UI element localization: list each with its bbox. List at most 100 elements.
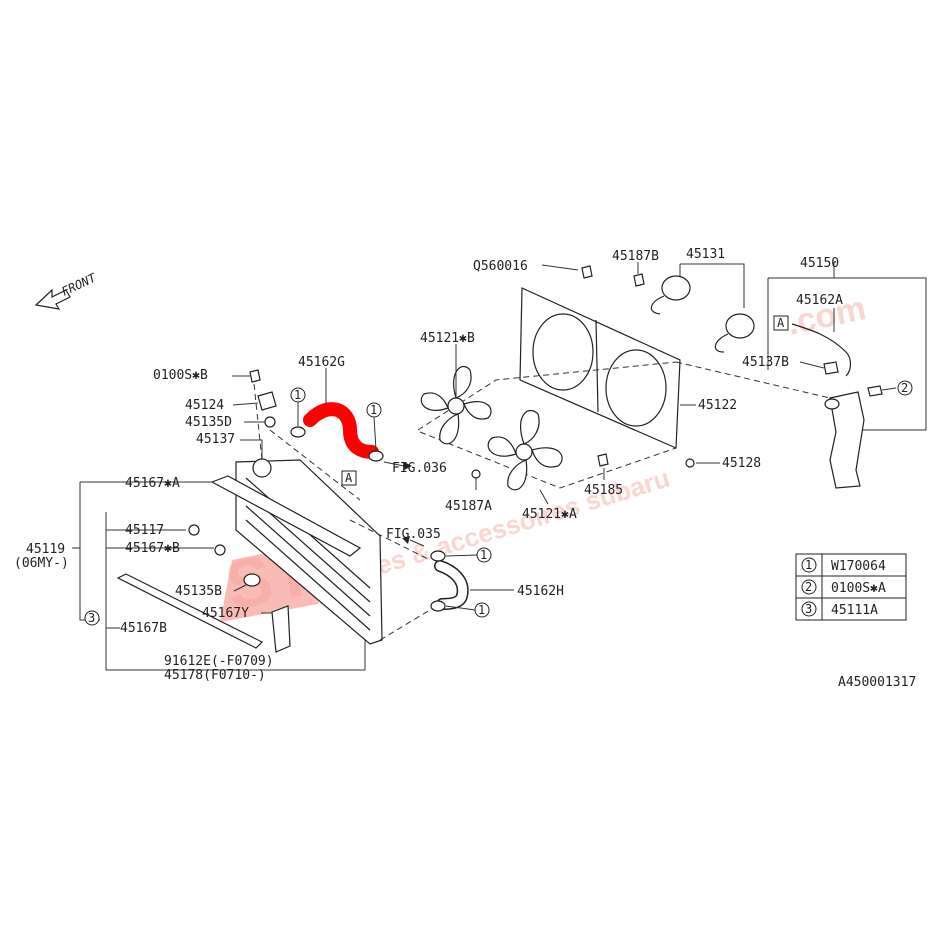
seal-45167b — [116, 573, 264, 649]
reservoir-assembly — [675, 262, 927, 489]
arrow-fig035-head — [402, 536, 410, 544]
guide-hose-lower — [379, 603, 441, 641]
label-45135b: 45135B — [175, 584, 222, 599]
bracket-91612e — [105, 512, 366, 671]
hose-45162a — [791, 323, 852, 377]
legend-num-2: 2 — [805, 580, 812, 594]
label-45185: 45185 — [584, 483, 623, 498]
hose-45162h-fill — [435, 561, 468, 609]
label-45119-note: (06MY-) — [14, 556, 69, 571]
label-45167y: 45167Y — [202, 606, 249, 621]
fan-a-blade-1 — [519, 409, 540, 445]
ref-box-a-radiator — [341, 470, 357, 486]
fan-assembly — [417, 262, 755, 505]
ref-a-radiator: A — [345, 471, 353, 485]
label-45117: 45117 — [125, 523, 164, 538]
clip-45187b — [633, 273, 645, 287]
guide-fan-b — [417, 361, 677, 431]
radiator-fin-3 — [245, 505, 371, 617]
grommet-45167b — [214, 544, 226, 556]
legend-part-3: 45111A — [831, 603, 878, 618]
label-45167b: 45167B — [120, 621, 167, 636]
cushion-45135d — [264, 416, 276, 428]
fan-a-blade-4 — [487, 436, 517, 457]
legend-part-2: 0100S✱A — [831, 581, 886, 596]
arrow-fig035 — [409, 539, 425, 547]
label-45124: 45124 — [185, 398, 224, 413]
callout-2-reservoir-text: 2 — [901, 381, 908, 395]
radiator-fin-4 — [245, 519, 371, 631]
labels: 0100S✱B 45124 45135D 45137 45162G 45167✱… — [14, 247, 916, 690]
callout-1-upper-right-text: 1 — [370, 403, 377, 417]
leader-45131 — [680, 263, 745, 308]
bolt-0100s-b — [249, 369, 261, 383]
motor-wire-left — [650, 295, 665, 315]
bolt-q560016 — [581, 265, 593, 279]
label-45187a: 45187A — [445, 499, 492, 514]
clamp-lower-top — [430, 550, 446, 562]
legend-num-1-circle — [801, 557, 817, 573]
leader-callout-1-ur — [373, 416, 377, 451]
clamp-upper-left — [290, 426, 306, 438]
callout-2-reservoir — [897, 380, 913, 396]
label-45131: 45131 — [686, 247, 725, 262]
bracket-45167y — [271, 605, 291, 653]
fan-hub-b — [447, 397, 465, 415]
bracket-45124 — [257, 391, 277, 411]
guide-reservoir — [675, 361, 831, 399]
ref-box-a-reservoir — [773, 315, 789, 331]
hose-45162g-highlight — [303, 402, 379, 459]
guide-top-radiator — [253, 383, 263, 461]
clamp-lower-bottom — [430, 600, 446, 612]
leader-callout-1-lt — [445, 554, 478, 557]
ref-a-reservoir: A — [777, 316, 785, 330]
leader-45121a — [539, 489, 549, 505]
fan-b-blade-2 — [463, 401, 492, 420]
fan-hub-a — [515, 443, 533, 461]
leader-45135b — [233, 584, 247, 592]
shroud-ring-left — [532, 313, 594, 391]
fan-45121b — [420, 365, 492, 445]
lower-hose-45162h — [402, 536, 514, 612]
upper-hose-45162g — [290, 368, 412, 470]
leader-bolt-2 — [881, 387, 897, 391]
label-45187b: 45187B — [612, 249, 659, 264]
fan-b-blade-3 — [439, 413, 460, 445]
legend-num-2-circle — [801, 579, 817, 595]
callout-1-lower-top-text: 1 — [480, 548, 487, 562]
label-45162a: 45162A — [796, 293, 843, 308]
legend-num-3-circle — [801, 601, 817, 617]
legend-part-1: W170064 — [831, 559, 886, 574]
label-q560016: Q560016 — [473, 259, 528, 274]
circled-callouts: 1 1 1 1 2 3 — [84, 380, 913, 626]
label-45135d: 45135D — [185, 415, 232, 430]
legend-table: 1 W170064 2 0100S✱A 3 45111A — [795, 553, 907, 621]
motor-45131-right — [725, 313, 755, 339]
arrow-fig036 — [383, 461, 405, 467]
reservoir-cap — [824, 398, 840, 410]
box-45150 — [768, 277, 927, 431]
label-45137: 45137 — [196, 432, 235, 447]
fan-b-blade-4 — [420, 392, 449, 411]
leader-45137 — [240, 439, 263, 459]
legend-num-3: 3 — [805, 602, 812, 616]
fan-45121a — [487, 409, 563, 491]
shroud-45122 — [519, 287, 681, 449]
callout-1-lower-bottom-text: 1 — [478, 603, 485, 617]
label-45128: 45128 — [722, 456, 761, 471]
motor-wire-right — [714, 333, 729, 353]
front-arrow: FRONT — [34, 270, 99, 310]
ref-markers: A A — [341, 315, 789, 486]
reservoir-tank — [829, 391, 865, 489]
guide-fig035 — [349, 519, 431, 561]
shroud-ring-right — [605, 349, 667, 427]
label-45162h: 45162H — [517, 584, 564, 599]
label-45162g: 45162G — [298, 355, 345, 370]
front-arrow-icon — [34, 288, 71, 310]
label-45119: 45119 — [26, 542, 65, 557]
leader-45137b — [799, 361, 825, 369]
fan-a-blade-3 — [507, 459, 528, 491]
label-91612e: 91612E(-F0709) — [164, 654, 274, 669]
seal-45167a — [210, 475, 362, 557]
